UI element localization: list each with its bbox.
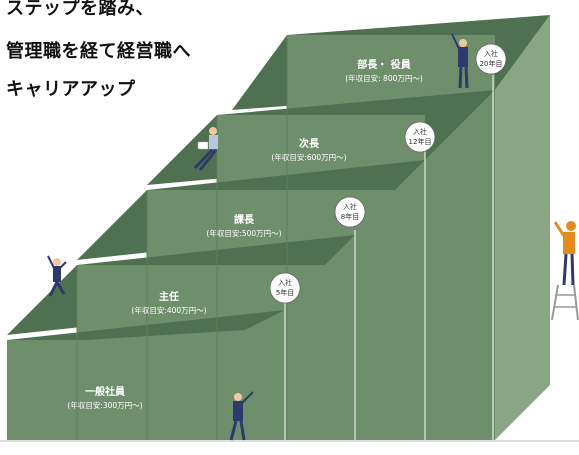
svg-text:12年目: 12年目 — [409, 137, 432, 146]
step-5-title: 部長・ 役員 — [357, 60, 411, 71]
milestone-bubble: 入社 8年目 — [334, 196, 366, 228]
svg-text:20年目: 20年目 — [480, 59, 503, 68]
step-1-front — [7, 340, 285, 440]
svg-text:5年目: 5年目 — [276, 288, 294, 297]
stairs-side-wall — [495, 15, 550, 440]
heading-line-3: キャリアアップ — [6, 79, 136, 100]
svg-text:入社: 入社 — [413, 127, 427, 136]
step-5-salary: (年収目安: 800万円〜) — [345, 74, 423, 83]
step-2-title: 主任 — [158, 292, 179, 303]
step-4-salary: (年収目安:600万円〜) — [271, 153, 347, 162]
step-4-label: 次長 (年収目安:600万円〜) — [271, 135, 346, 163]
svg-text:入社: 入社 — [343, 202, 357, 211]
step-2-salary: (年収目安:400万円〜) — [131, 306, 207, 315]
worker-on-ladder-figure — [551, 221, 579, 321]
milestone-bubble: 入社 20年目 — [475, 43, 507, 75]
step-1-label: 一般社員 (年収目安:300万円〜) — [67, 383, 142, 411]
person-jumping-figure — [47, 255, 67, 297]
person-top-figure — [451, 33, 469, 89]
heading-line-2: 管理職を経て経営職へ — [6, 41, 191, 62]
heading-line-1: ステップを踏み、 — [6, 0, 154, 19]
step-1-title: 一般社員 — [84, 387, 125, 398]
person-ground-figure — [229, 391, 254, 441]
person-sitting-reading-figure — [193, 127, 218, 171]
svg-text:8年目: 8年目 — [341, 212, 359, 221]
milestone-bubble: 入社 5年目 — [269, 272, 301, 304]
svg-text:入社: 入社 — [278, 278, 292, 287]
milestone-bubble: 入社 12年目 — [404, 121, 436, 153]
step-3-title: 課長 — [233, 215, 254, 226]
step-5-label: 部長・ 役員 (年収目安: 800万円〜) — [345, 56, 423, 84]
step-2-label: 主任 (年収目安:400万円〜) — [131, 288, 206, 316]
step-3-salary: (年収目安:500万円〜) — [206, 229, 282, 238]
step-4-title: 次長 — [298, 139, 319, 150]
step-3-label: 課長 (年収目安:500万円〜) — [206, 211, 281, 239]
step-1-salary: (年収目安:300万円〜) — [67, 401, 143, 410]
svg-text:入社: 入社 — [484, 49, 498, 58]
